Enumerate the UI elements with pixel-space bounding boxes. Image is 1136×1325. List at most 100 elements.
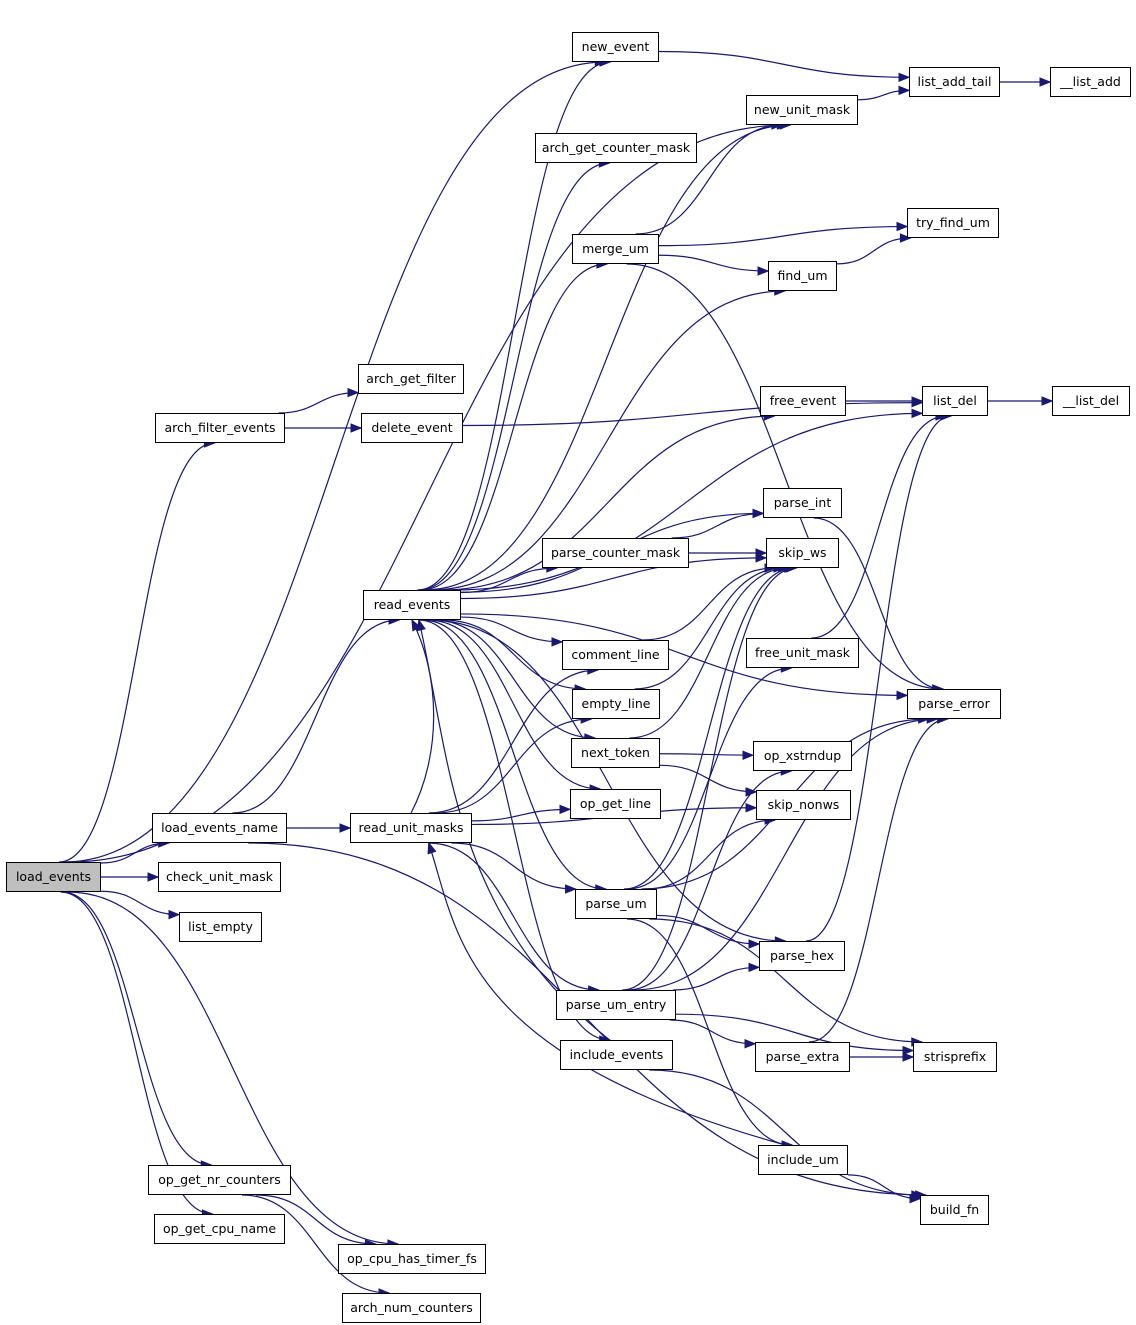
node-free-unit-mask[interactable]: free_unit_mask [746, 638, 859, 668]
edge-merge_um-to-try_find_um [658, 225, 908, 247]
edge-read_events-to-next_token [432, 619, 595, 739]
node-new-unit-mask[interactable]: new_unit_mask [746, 95, 858, 125]
node-list-del[interactable]: __list_del [1052, 386, 1130, 416]
node-op-xstrndup[interactable]: op_xstrndup [753, 741, 852, 771]
node-find-um[interactable]: find_um [768, 261, 837, 291]
node-next-token[interactable]: next_token [571, 738, 660, 768]
node-arch-num-counters[interactable]: arch_num_counters [342, 1293, 481, 1323]
node-parse-um[interactable]: parse_um [575, 889, 657, 919]
node-list-del[interactable]: list_del [922, 386, 988, 416]
arrowhead-icon [896, 690, 909, 701]
edge-read_events-to-comment_line [460, 616, 563, 643]
arrowhead-icon [898, 72, 911, 83]
edge-parse_um_entry-to-parse_hex [672, 966, 760, 991]
edge-read_events-to-merge_um [420, 263, 607, 591]
node-read-unit-masks[interactable]: read_unit_masks [350, 813, 472, 843]
edge-parse_um_entry-to-parse_error [632, 718, 938, 991]
edge-load_events-to-op_cpu_has_timer_fs [67, 891, 398, 1245]
node-parse-hex[interactable]: parse_hex [759, 941, 845, 971]
node-parse-counter-mask[interactable]: parse_counter_mask [542, 538, 689, 568]
node-op-get-cpu-name[interactable]: op_get_cpu_name [154, 1214, 285, 1244]
arrowhead-icon [350, 423, 363, 433]
edge-merge_um-to-parse_error [626, 263, 943, 690]
edge-load_events-to-new_unit_mask [68, 124, 788, 863]
node-comment-line[interactable]: comment_line [562, 640, 669, 670]
node-list-empty[interactable]: list_empty [179, 912, 262, 942]
arrowhead-icon [565, 884, 577, 894]
edge-include_um-to-read_unit_masks [428, 842, 786, 1146]
edge-read_events-to-free_event [440, 415, 775, 591]
arrowhead-icon [896, 221, 909, 232]
edge-free_unit_mask-to-list_del [811, 415, 946, 639]
edge-read_events-to-op_get_line [427, 619, 601, 790]
node-try-find-um[interactable]: try_find_um [907, 208, 999, 238]
node-parse-um-entry[interactable]: parse_um_entry [556, 990, 676, 1020]
edge-op_get_nr_counters-to-op_cpu_has_timer_fs [256, 1194, 376, 1245]
edge-load_events-to-op_get_cpu_name [60, 891, 213, 1215]
node-arch-filter-events[interactable]: arch_filter_events [155, 413, 285, 443]
arrowhead-icon [911, 396, 924, 406]
node-empty-line[interactable]: empty_line [572, 689, 660, 719]
edge-parse_um-to-strisprefix [649, 918, 922, 1043]
edge-read_events-to-parse_error [460, 613, 908, 697]
edge-read_events-to-find_um [429, 290, 785, 591]
arrowhead-icon [748, 939, 761, 949]
node-op-get-line[interactable]: op_get_line [570, 789, 661, 819]
node-load-events-name[interactable]: load_events_name [152, 813, 287, 843]
edge-read_events-to-new_event [417, 61, 611, 591]
node-include-um[interactable]: include_um [758, 1145, 848, 1175]
arrowhead-icon [416, 618, 426, 632]
arrowhead-icon [742, 750, 755, 760]
arrowhead-icon [168, 909, 181, 920]
node-read-events[interactable]: read_events [363, 590, 461, 620]
edge-parse_hex-to-list_del [806, 415, 951, 942]
node-arch-get-filter[interactable]: arch_get_filter [358, 364, 464, 394]
node-list-add-tail[interactable]: list_add_tail [909, 67, 1000, 97]
node-op-cpu-has-timer-fs[interactable]: op_cpu_has_timer_fs [338, 1244, 486, 1274]
node-list-add[interactable]: __list_add [1050, 67, 1131, 97]
node-include-events[interactable]: include_events [560, 1040, 673, 1070]
node-skip-ws[interactable]: skip_ws [766, 538, 839, 568]
node-build-fn[interactable]: build_fn [920, 1195, 989, 1225]
edge-read_events-to-parse_hex [428, 619, 786, 942]
arrowhead-icon [902, 1052, 915, 1062]
edge-read_events-to-new_unit_mask [423, 124, 791, 591]
edge-read_unit_masks-to-empty_line [435, 718, 592, 814]
node-parse-error[interactable]: parse_error [907, 689, 1001, 719]
edge-read_events-to-list_del [451, 412, 923, 591]
edge-merge_um-to-new_unit_mask [635, 124, 782, 235]
arrowhead-icon [147, 872, 160, 882]
edge-read_unit_masks-to-read_events [410, 619, 435, 814]
edge-parse_um_entry-to-skip_ws [622, 567, 797, 991]
edge-read_events-to-parse_um [422, 619, 606, 890]
edge-new_event-to-list_add_tail [658, 50, 910, 78]
node-parse-extra[interactable]: parse_extra [755, 1042, 850, 1072]
edge-next_token-to-skip_ws [629, 567, 789, 739]
arrowhead-icon [899, 233, 912, 243]
edge-parse_um-to-skip_nonws [644, 819, 776, 890]
node-check-unit-mask[interactable]: check_unit_mask [158, 862, 281, 892]
node-merge-um[interactable]: merge_um [572, 234, 659, 264]
node-load-events[interactable]: load_events [6, 862, 101, 892]
node-free-event[interactable]: free_event [760, 386, 846, 416]
edge-parse_um_entry-to-op_xstrndup [627, 770, 792, 991]
node-skip-nonws[interactable]: skip_nonws [756, 790, 851, 820]
node-strisprefix[interactable]: strisprefix [913, 1042, 997, 1072]
arrowhead-icon [745, 803, 758, 813]
arrowhead-icon [427, 841, 437, 855]
edge-parse_extra-to-parse_error [808, 718, 948, 1043]
arrowhead-icon [757, 266, 770, 276]
node-arch-get-counter-mask[interactable]: arch_get_counter_mask [535, 133, 697, 163]
node-new-event[interactable]: new_event [572, 32, 659, 62]
edge-read_unit_masks-to-parse_um [451, 842, 576, 890]
node-op-get-nr-counters[interactable]: op_get_nr_counters [148, 1165, 291, 1195]
arrowhead-icon [752, 508, 765, 519]
edge-parse_counter_mask-to-parse_int [671, 512, 764, 539]
node-parse-int[interactable]: parse_int [763, 488, 842, 518]
edge-parse_um_entry-to-parse_extra [669, 1019, 756, 1045]
edge-read_events-to-empty_line [442, 619, 586, 690]
node-delete-event[interactable]: delete_event [361, 413, 463, 443]
edge-next_token-to-skip_nonws [659, 764, 757, 793]
edge-delete_event-to-list_del [462, 402, 923, 427]
edge-comment_line-to-skip_ws [642, 567, 776, 641]
